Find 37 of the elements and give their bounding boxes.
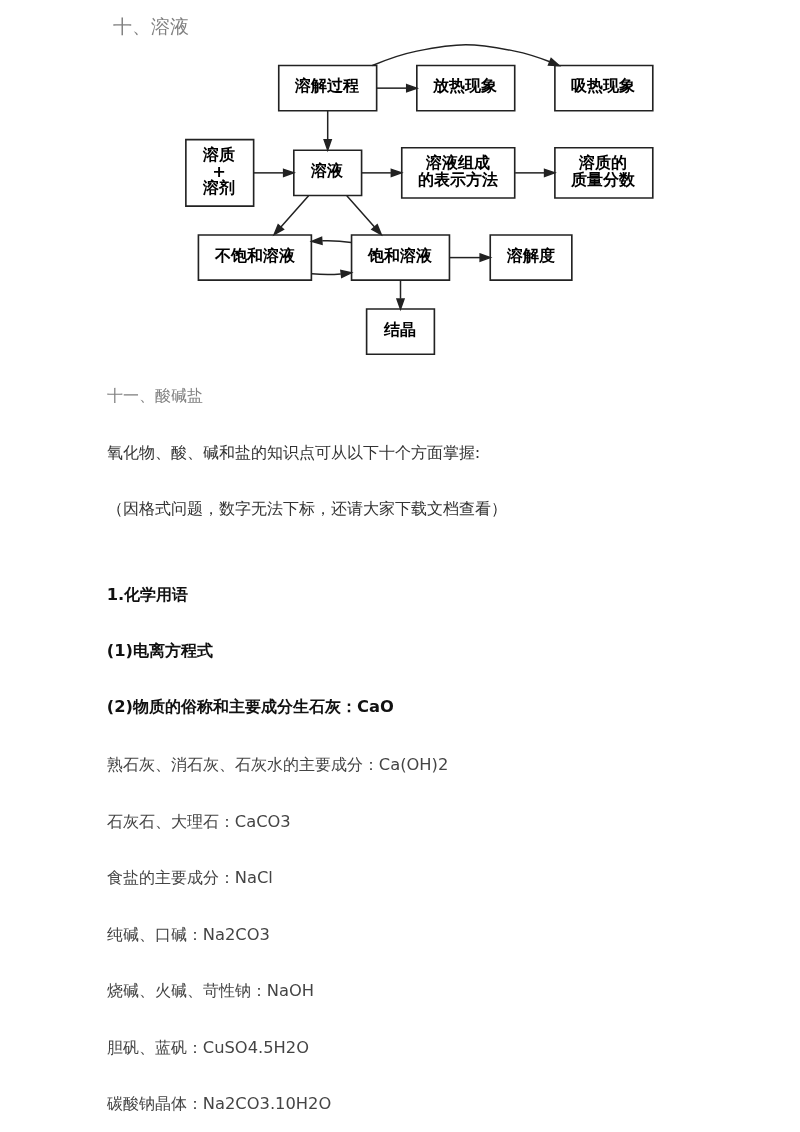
node-box: 放热现象 (415, 64, 516, 112)
label: 氧化物、酸、碱和盐的知识点可从以下十个方面掌握: (106, 442, 480, 462)
label: 食盐的主要成分：NaCl (106, 868, 273, 888)
node-box: 吸热现象 (553, 64, 654, 112)
arrow (375, 83, 419, 93)
label: 碳酸钠晶体：Na2CO3.10H2O (106, 1094, 331, 1114)
arrow (345, 194, 383, 237)
node-box: 溶液组成的表示方法 (400, 146, 516, 199)
label: (1)电离方程式 (106, 640, 213, 660)
node-box: 饱和溶液 (350, 234, 450, 281)
label: 烧碱、火碱、苛性钠：NaOH (106, 981, 314, 1001)
label: 熟石灰、消石灰、石灰水的主要成分：Ca(OH)2 (106, 755, 448, 775)
label: (2)物质的俗称和主要成分生石灰：CaO (106, 697, 394, 717)
label: （因格式问题，数字无法下标，还请大家下载文档查看） (106, 499, 507, 519)
arrow (448, 253, 492, 263)
node-box: 溶液 (292, 149, 362, 197)
label: 纯碱、口碱：Na2CO3 (106, 924, 270, 944)
node-box: 结晶 (365, 308, 435, 356)
node-box: 溶质+溶剂 (184, 138, 254, 207)
node-box: 不饱和溶液 (197, 234, 312, 281)
label: 胆矾、蓝矾：CuSO4.5H2O (106, 1037, 309, 1057)
label: 石灰石、大理石：CaCO3 (106, 811, 291, 831)
node-box: 溶解过程 (277, 64, 377, 112)
arrow (252, 168, 296, 178)
label: 十一、酸碱盐 (106, 386, 203, 406)
node-box: 溶质的质量分数 (553, 146, 654, 199)
arrow (395, 279, 405, 312)
diagram-title: 十、溶液 (112, 16, 189, 38)
arrow (513, 168, 557, 178)
node-box: 溶解度 (488, 234, 573, 281)
arrow (371, 43, 561, 67)
label: 1.化学用语 (106, 584, 188, 604)
arrow (322, 110, 332, 153)
arrow (272, 194, 309, 237)
arrow (309, 236, 352, 246)
arrow (310, 269, 354, 279)
arrow (360, 168, 404, 178)
